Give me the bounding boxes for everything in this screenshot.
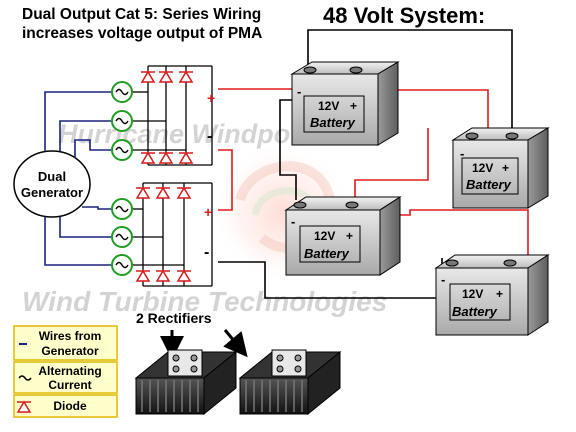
diode-icon <box>135 269 151 282</box>
battery-2: 12V + - Battery <box>451 127 550 209</box>
battery-2-voltage: 12V <box>472 161 493 175</box>
diode-icon <box>176 269 192 282</box>
battery-1: 12V + - Battery <box>290 61 400 146</box>
diode-icon <box>178 151 194 164</box>
battery-3-minus: - <box>291 214 295 229</box>
title-line-1: Dual Output Cat 5: Series Wiring <box>22 6 261 23</box>
rectifier-1-wiring <box>132 65 213 166</box>
battery-3-name: Battery <box>304 246 350 261</box>
ac-source-icon <box>111 81 133 103</box>
battery-2-plus: + <box>502 161 509 175</box>
system-label: 48 Volt System: <box>323 3 485 28</box>
dual-generator: Dual Generator <box>13 150 91 218</box>
battery-1-plus: + <box>350 99 357 113</box>
title-line-2: increases voltage output of PMA <box>22 25 262 42</box>
ac-source-icon <box>111 139 133 161</box>
rectifier-2-minus: - <box>204 244 209 261</box>
legend: Wires from Generator Alternating Current… <box>13 325 118 418</box>
battery-2-name: Battery <box>466 177 512 192</box>
legend-ac-1: Alternating <box>38 364 101 378</box>
battery-4-name: Battery <box>452 304 498 319</box>
generator-label-2: Generator <box>21 185 83 200</box>
battery-4-minus: - <box>441 272 445 287</box>
rectifier-2-wiring <box>132 182 213 287</box>
ac-source-icon <box>111 254 133 276</box>
ac-source-icon <box>111 198 133 220</box>
diode-icon <box>155 269 171 282</box>
rectifier-1-minus: - <box>207 128 212 145</box>
generator-label-1: Dual <box>38 169 66 184</box>
rectifier-icon <box>238 349 342 416</box>
diodes <box>135 70 194 282</box>
generator-wires <box>44 91 112 266</box>
battery-4-plus: + <box>496 287 503 301</box>
diode-icon <box>155 186 171 199</box>
rectifier-icon <box>134 349 238 416</box>
diode-icon <box>140 70 156 83</box>
battery-3-plus: + <box>346 229 353 243</box>
battery-4: 12V + - Battery <box>434 254 550 336</box>
ac-source-icon <box>111 226 133 248</box>
rectifiers-label: 2 Rectifiers <box>136 310 212 326</box>
diode-icon <box>135 186 151 199</box>
diode-icon <box>176 186 192 199</box>
arrow-icon <box>223 329 248 358</box>
legend-ac-2: Current <box>48 378 91 392</box>
rectifier-1-plus: + <box>207 90 215 106</box>
legend-wires-2: Generator <box>41 344 99 358</box>
ac-source-icon <box>111 110 133 132</box>
diode-icon <box>158 151 174 164</box>
rectifier-2-plus: + <box>204 204 212 220</box>
battery-2-minus: - <box>460 146 464 161</box>
battery-3-voltage: 12V <box>314 229 335 243</box>
watermark-bottom: Wind Turbine Technologies <box>22 286 387 317</box>
diode-icon <box>16 400 32 413</box>
battery-3: 12V + - Battery <box>284 196 402 276</box>
battery-4-voltage: 12V <box>462 287 483 301</box>
diode-icon <box>158 70 174 83</box>
ac-sources <box>111 81 133 276</box>
diode-icon <box>178 70 194 83</box>
battery-1-voltage: 12V <box>318 99 339 113</box>
diode-icon <box>140 151 156 164</box>
battery-1-name: Battery <box>310 115 356 130</box>
legend-wires-1: Wires from <box>39 329 102 343</box>
battery-1-minus: - <box>297 84 301 99</box>
legend-ac-icon <box>18 375 32 381</box>
legend-diode: Diode <box>53 399 87 413</box>
